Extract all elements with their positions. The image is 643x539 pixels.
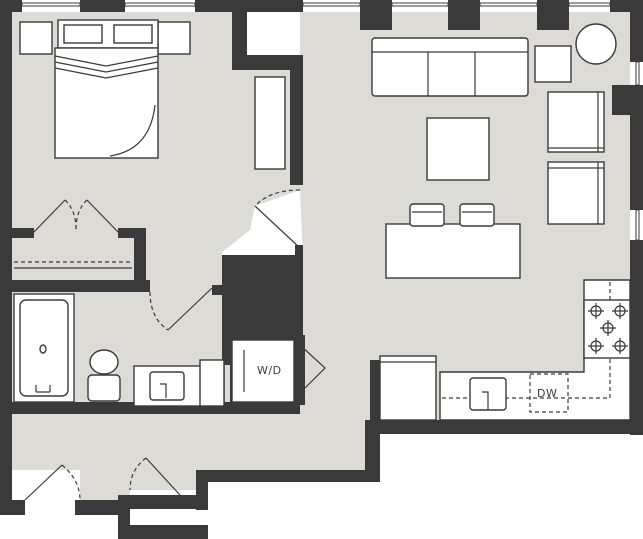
- bath-cabinet: [199, 359, 225, 407]
- entry-door-right: [145, 457, 181, 496]
- stool-left: [409, 203, 445, 227]
- dresser: [254, 76, 286, 170]
- bedroom-door-swing: [254, 189, 301, 207]
- floor-entry: [12, 410, 380, 500]
- burners: [588, 303, 628, 354]
- kitchen: DW: [379, 279, 631, 421]
- wd-closet: [231, 339, 295, 403]
- floor-hall: [12, 230, 222, 290]
- dishwasher: [529, 373, 569, 413]
- closet-door-left: [33, 199, 66, 233]
- pillow-right: [113, 24, 153, 44]
- vanity-sink: [149, 371, 185, 401]
- sofa: [371, 37, 529, 97]
- toilet-tank: [89, 349, 119, 375]
- toilet-base: [87, 374, 121, 402]
- refrigerator: [379, 355, 437, 421]
- coffee-table: [426, 117, 490, 181]
- pillow-left: [63, 24, 103, 44]
- bed-blanket-fold: [54, 55, 159, 79]
- doors: [14, 189, 326, 501]
- kitchen-island: [385, 223, 521, 279]
- bedroom-door-leaf: [254, 205, 301, 249]
- closet-door-right: [86, 199, 119, 233]
- wd-label: W/D: [257, 364, 282, 377]
- side-table: [534, 45, 572, 83]
- vanity-faucet: [160, 383, 167, 398]
- bath-door-leaf: [167, 287, 213, 331]
- stool-right: [459, 203, 495, 227]
- nightstand-left: [19, 21, 53, 55]
- round-plant: [575, 23, 617, 65]
- bathtub-faucet: [35, 385, 51, 393]
- closet-door-swing: [64, 199, 88, 231]
- entry-door-left-swing: [61, 464, 81, 501]
- bedroom-furniture: [19, 19, 286, 170]
- dishwasher-label: DW: [537, 387, 557, 400]
- bathroom-fixtures: [13, 293, 225, 407]
- bed-sheet-curve: [109, 104, 156, 157]
- bathtub-drain: [39, 344, 47, 354]
- washer-dryer: W/D: [231, 339, 295, 403]
- living-furniture: [371, 23, 617, 279]
- armchair-bottom: [547, 161, 605, 225]
- entry-door-left: [24, 464, 63, 501]
- wd-door-leaf: [299, 344, 326, 389]
- armchair-top: [547, 91, 605, 153]
- entry-door-right-swing: [129, 457, 147, 491]
- nightstand-right: [157, 21, 191, 55]
- kitchen-faucet: [482, 391, 489, 410]
- bath-door-swing: [149, 291, 169, 331]
